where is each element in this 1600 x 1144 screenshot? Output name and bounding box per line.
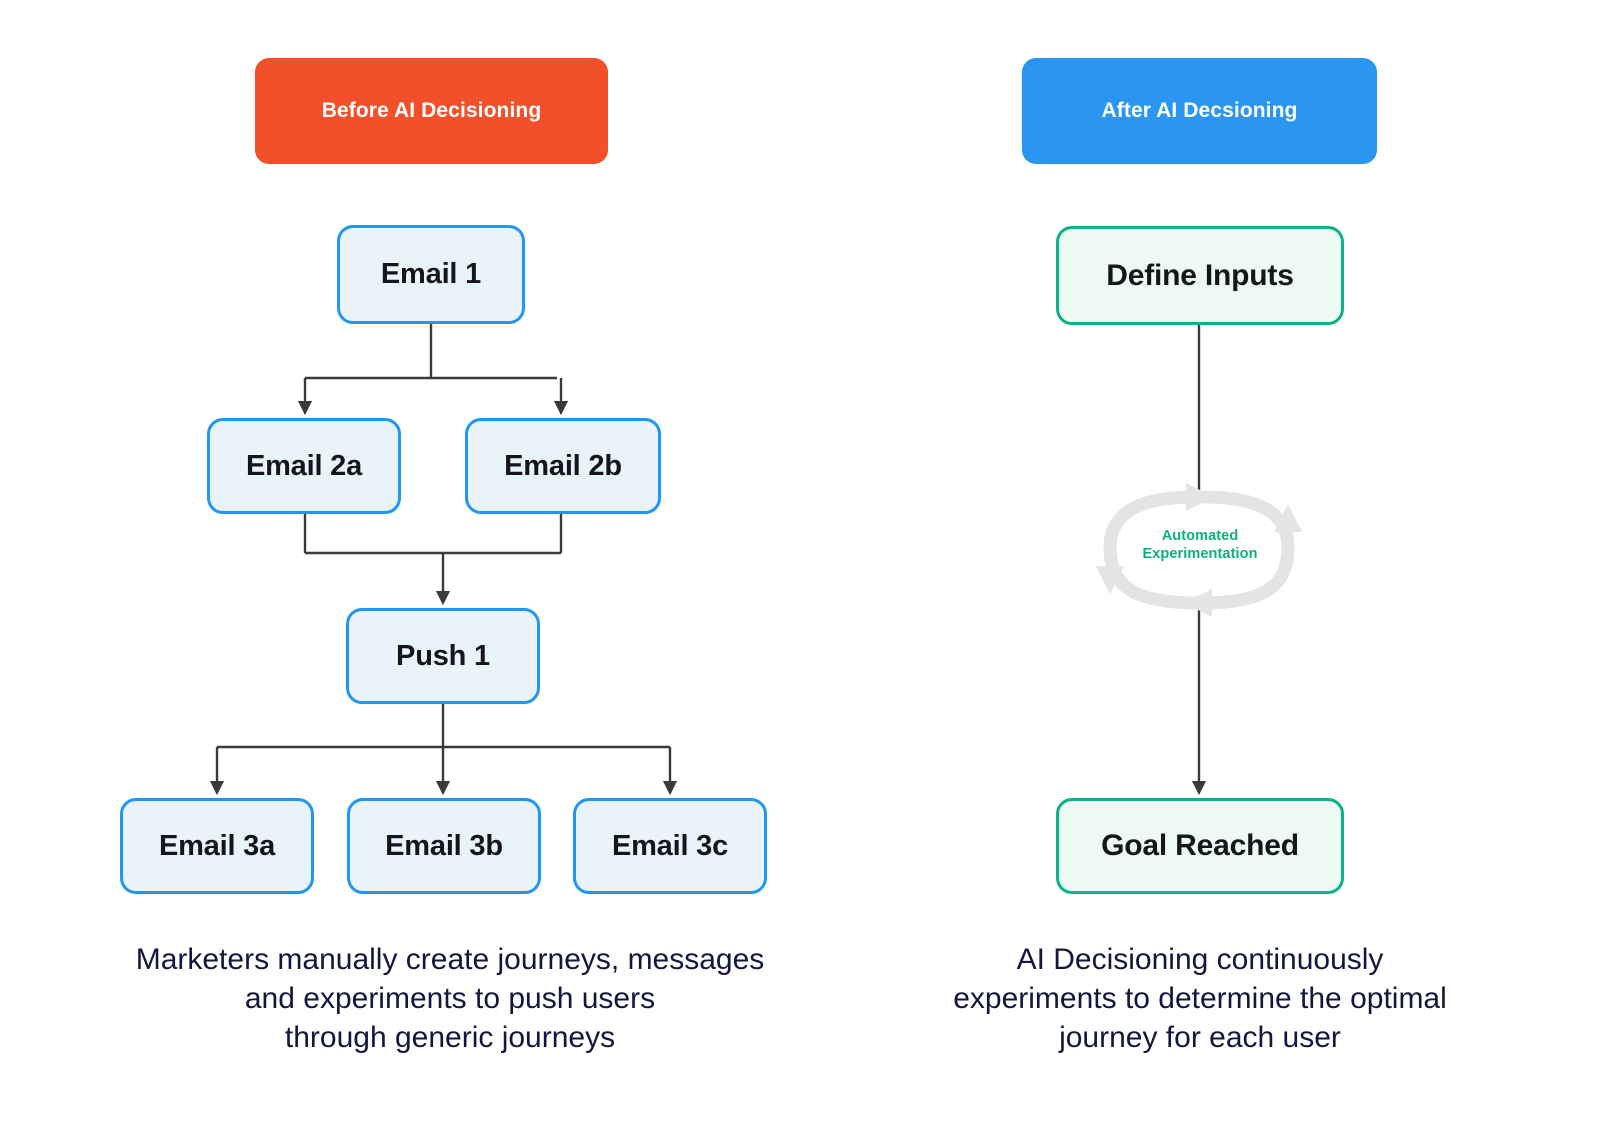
node-goal-reached-label: Goal Reached: [1101, 829, 1299, 862]
node-email-1-label: Email 1: [380, 258, 482, 290]
node-email-3c[interactable]: Email 3c: [573, 798, 767, 894]
right-caption: AI Decisioning continuously experiments …: [880, 940, 1520, 1057]
node-email-2b-label: Email 2b: [504, 449, 622, 482]
right-caption-line-1: AI Decisioning continuously: [1016, 943, 1384, 976]
cycle-arrowhead-bottom: [1184, 589, 1212, 617]
left-caption-line-3: through generic journeys: [284, 1021, 616, 1054]
left-caption-line-1: Marketers manually create journeys, mess…: [135, 943, 765, 976]
cycle-arrowhead-top: [1186, 483, 1214, 511]
automated-experimentation-label: Automated Experimentation: [1114, 527, 1286, 563]
node-push-1-label: Push 1: [396, 639, 490, 672]
node-email-2b[interactable]: Email 2b: [465, 418, 661, 514]
before-header-pill: Before AI Decisioning: [255, 58, 608, 164]
cycle-label-line-1: Automated: [1161, 528, 1239, 544]
node-email-2a[interactable]: Email 2a: [207, 418, 401, 514]
before-header-label: Before AI Decisioning: [321, 99, 542, 122]
node-email-3a-label: Email 3a: [158, 829, 276, 862]
node-email-2a-label: Email 2a: [245, 449, 363, 482]
left-caption-line-2: and experiments to push users: [244, 982, 656, 1015]
node-goal-reached[interactable]: Goal Reached: [1056, 798, 1344, 894]
node-email-1[interactable]: Email 1: [337, 225, 525, 324]
node-email-3b[interactable]: Email 3b: [347, 798, 541, 894]
node-push-1[interactable]: Push 1: [346, 608, 540, 704]
node-define-inputs-label: Define Inputs: [1106, 258, 1294, 292]
after-header-pill: After AI Decsioning: [1022, 58, 1377, 164]
node-email-3b-label: Email 3b: [385, 829, 503, 862]
node-define-inputs[interactable]: Define Inputs: [1056, 226, 1344, 325]
left-caption: Marketers manually create journeys, mess…: [60, 940, 840, 1057]
right-caption-line-3: journey for each user: [1059, 1021, 1341, 1054]
cycle-label-line-2: Experimentation: [1142, 546, 1258, 562]
cycle-arrowhead-left: [1096, 566, 1124, 594]
node-email-3a[interactable]: Email 3a: [120, 798, 314, 894]
right-caption-line-2: experiments to determine the optimal: [953, 982, 1447, 1015]
after-header-label: After AI Decsioning: [1101, 99, 1298, 122]
node-email-3c-label: Email 3c: [611, 829, 729, 862]
